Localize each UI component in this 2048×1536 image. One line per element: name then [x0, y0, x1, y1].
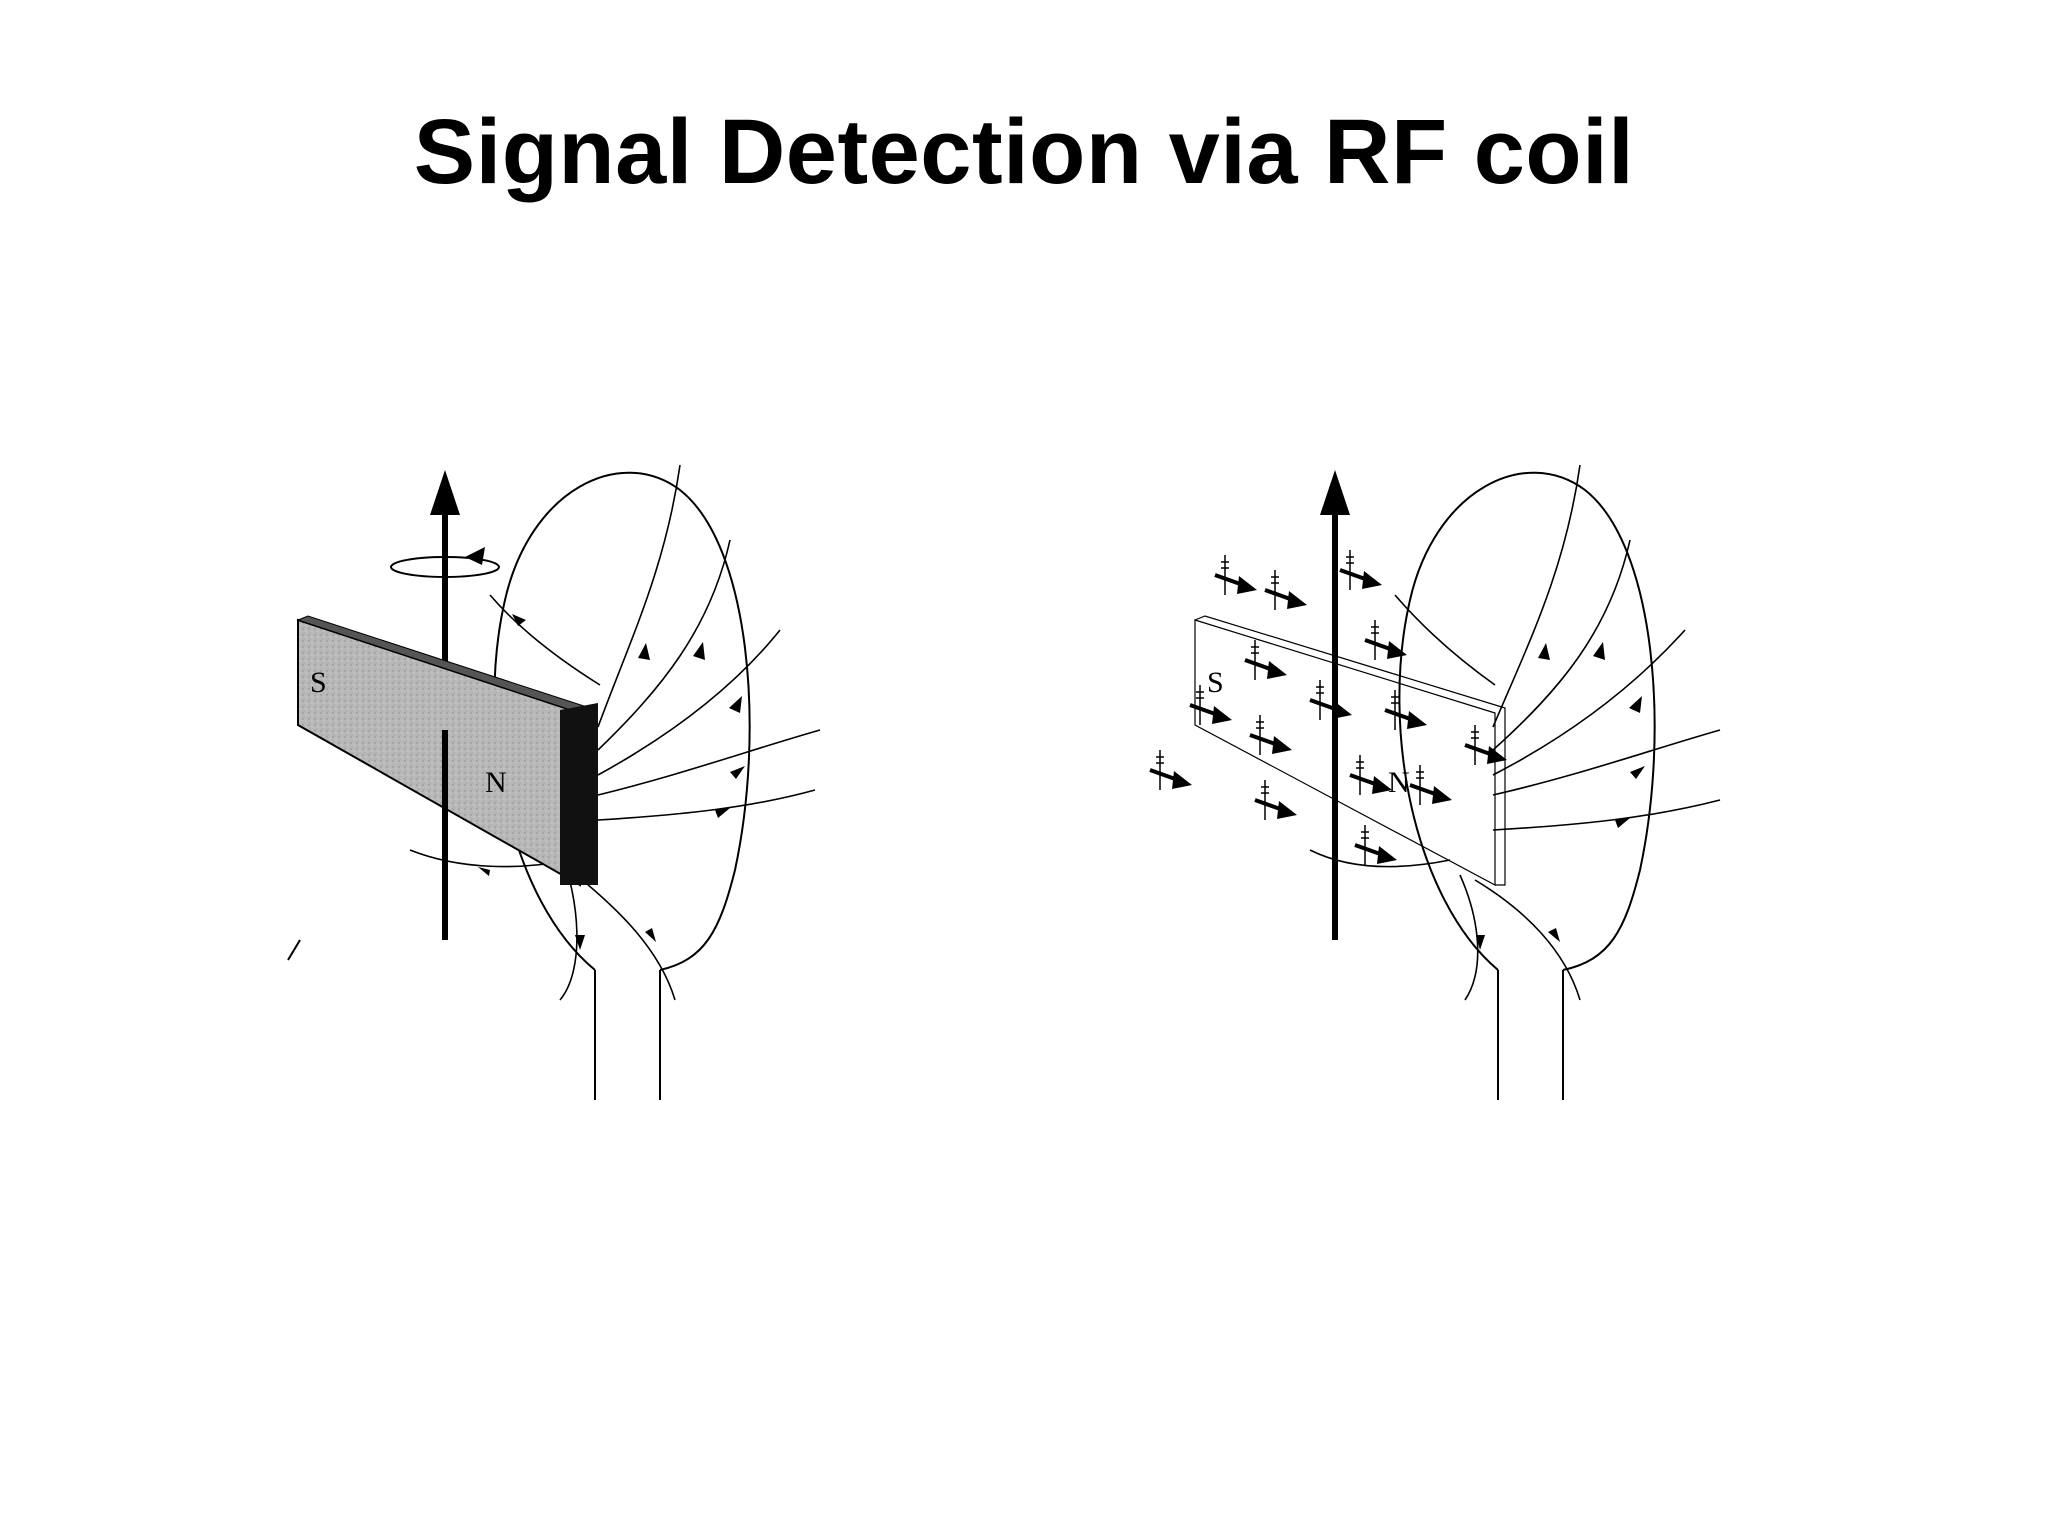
south-pole-label: S	[310, 666, 327, 699]
field-line	[1492, 799, 1721, 831]
spin-arrow	[1254, 780, 1297, 820]
field-line	[597, 464, 681, 728]
field-line	[597, 729, 821, 796]
spin-arrow	[1354, 825, 1397, 865]
field-line	[1492, 729, 1721, 796]
field-line	[1492, 629, 1686, 776]
spin-arrow	[1264, 570, 1307, 610]
spin-arrow	[1339, 550, 1382, 590]
spin-ensemble-coil-diagram: S N	[1149, 464, 1721, 1100]
field-line	[1492, 464, 1581, 728]
spin-arrow	[1189, 685, 1232, 725]
slide-title: Signal Detection via RF coil	[413, 101, 1635, 203]
field-line	[597, 789, 816, 821]
field-line	[597, 629, 781, 776]
field-line	[1309, 849, 1451, 868]
spin-arrow	[1364, 620, 1407, 660]
rf-coil-loop	[1398, 471, 1656, 971]
spin-arrow	[1349, 755, 1392, 795]
field-line	[489, 594, 601, 686]
field-line	[1474, 879, 1581, 1001]
north-pole-label: N	[485, 766, 507, 799]
spin-arrows	[1149, 550, 1507, 865]
precession-ellipse	[390, 556, 500, 578]
south-pole-label: S	[1207, 666, 1224, 699]
spin-arrow	[1384, 690, 1427, 730]
magnetization-arrowhead	[430, 470, 460, 515]
sample-block-outline	[1194, 619, 1496, 886]
spin-arrow	[1309, 680, 1352, 720]
bar-magnet-end	[560, 703, 598, 885]
spin-arrow	[1244, 640, 1287, 680]
stray-mark	[287, 939, 301, 961]
spin-arrow	[1409, 765, 1452, 805]
field-line	[1394, 594, 1496, 686]
field-line	[1459, 874, 1479, 1001]
bar-magnet-coil-diagram: S N	[287, 464, 821, 1100]
magnetization-arrowhead	[1320, 470, 1350, 515]
field-line	[597, 539, 731, 751]
spin-arrow	[1214, 555, 1257, 595]
north-pole-label: N	[1388, 766, 1410, 799]
spin-arrow	[1464, 725, 1507, 765]
field-line	[1492, 539, 1631, 751]
spin-arrow	[1249, 715, 1292, 755]
spin-arrow	[1149, 750, 1192, 790]
